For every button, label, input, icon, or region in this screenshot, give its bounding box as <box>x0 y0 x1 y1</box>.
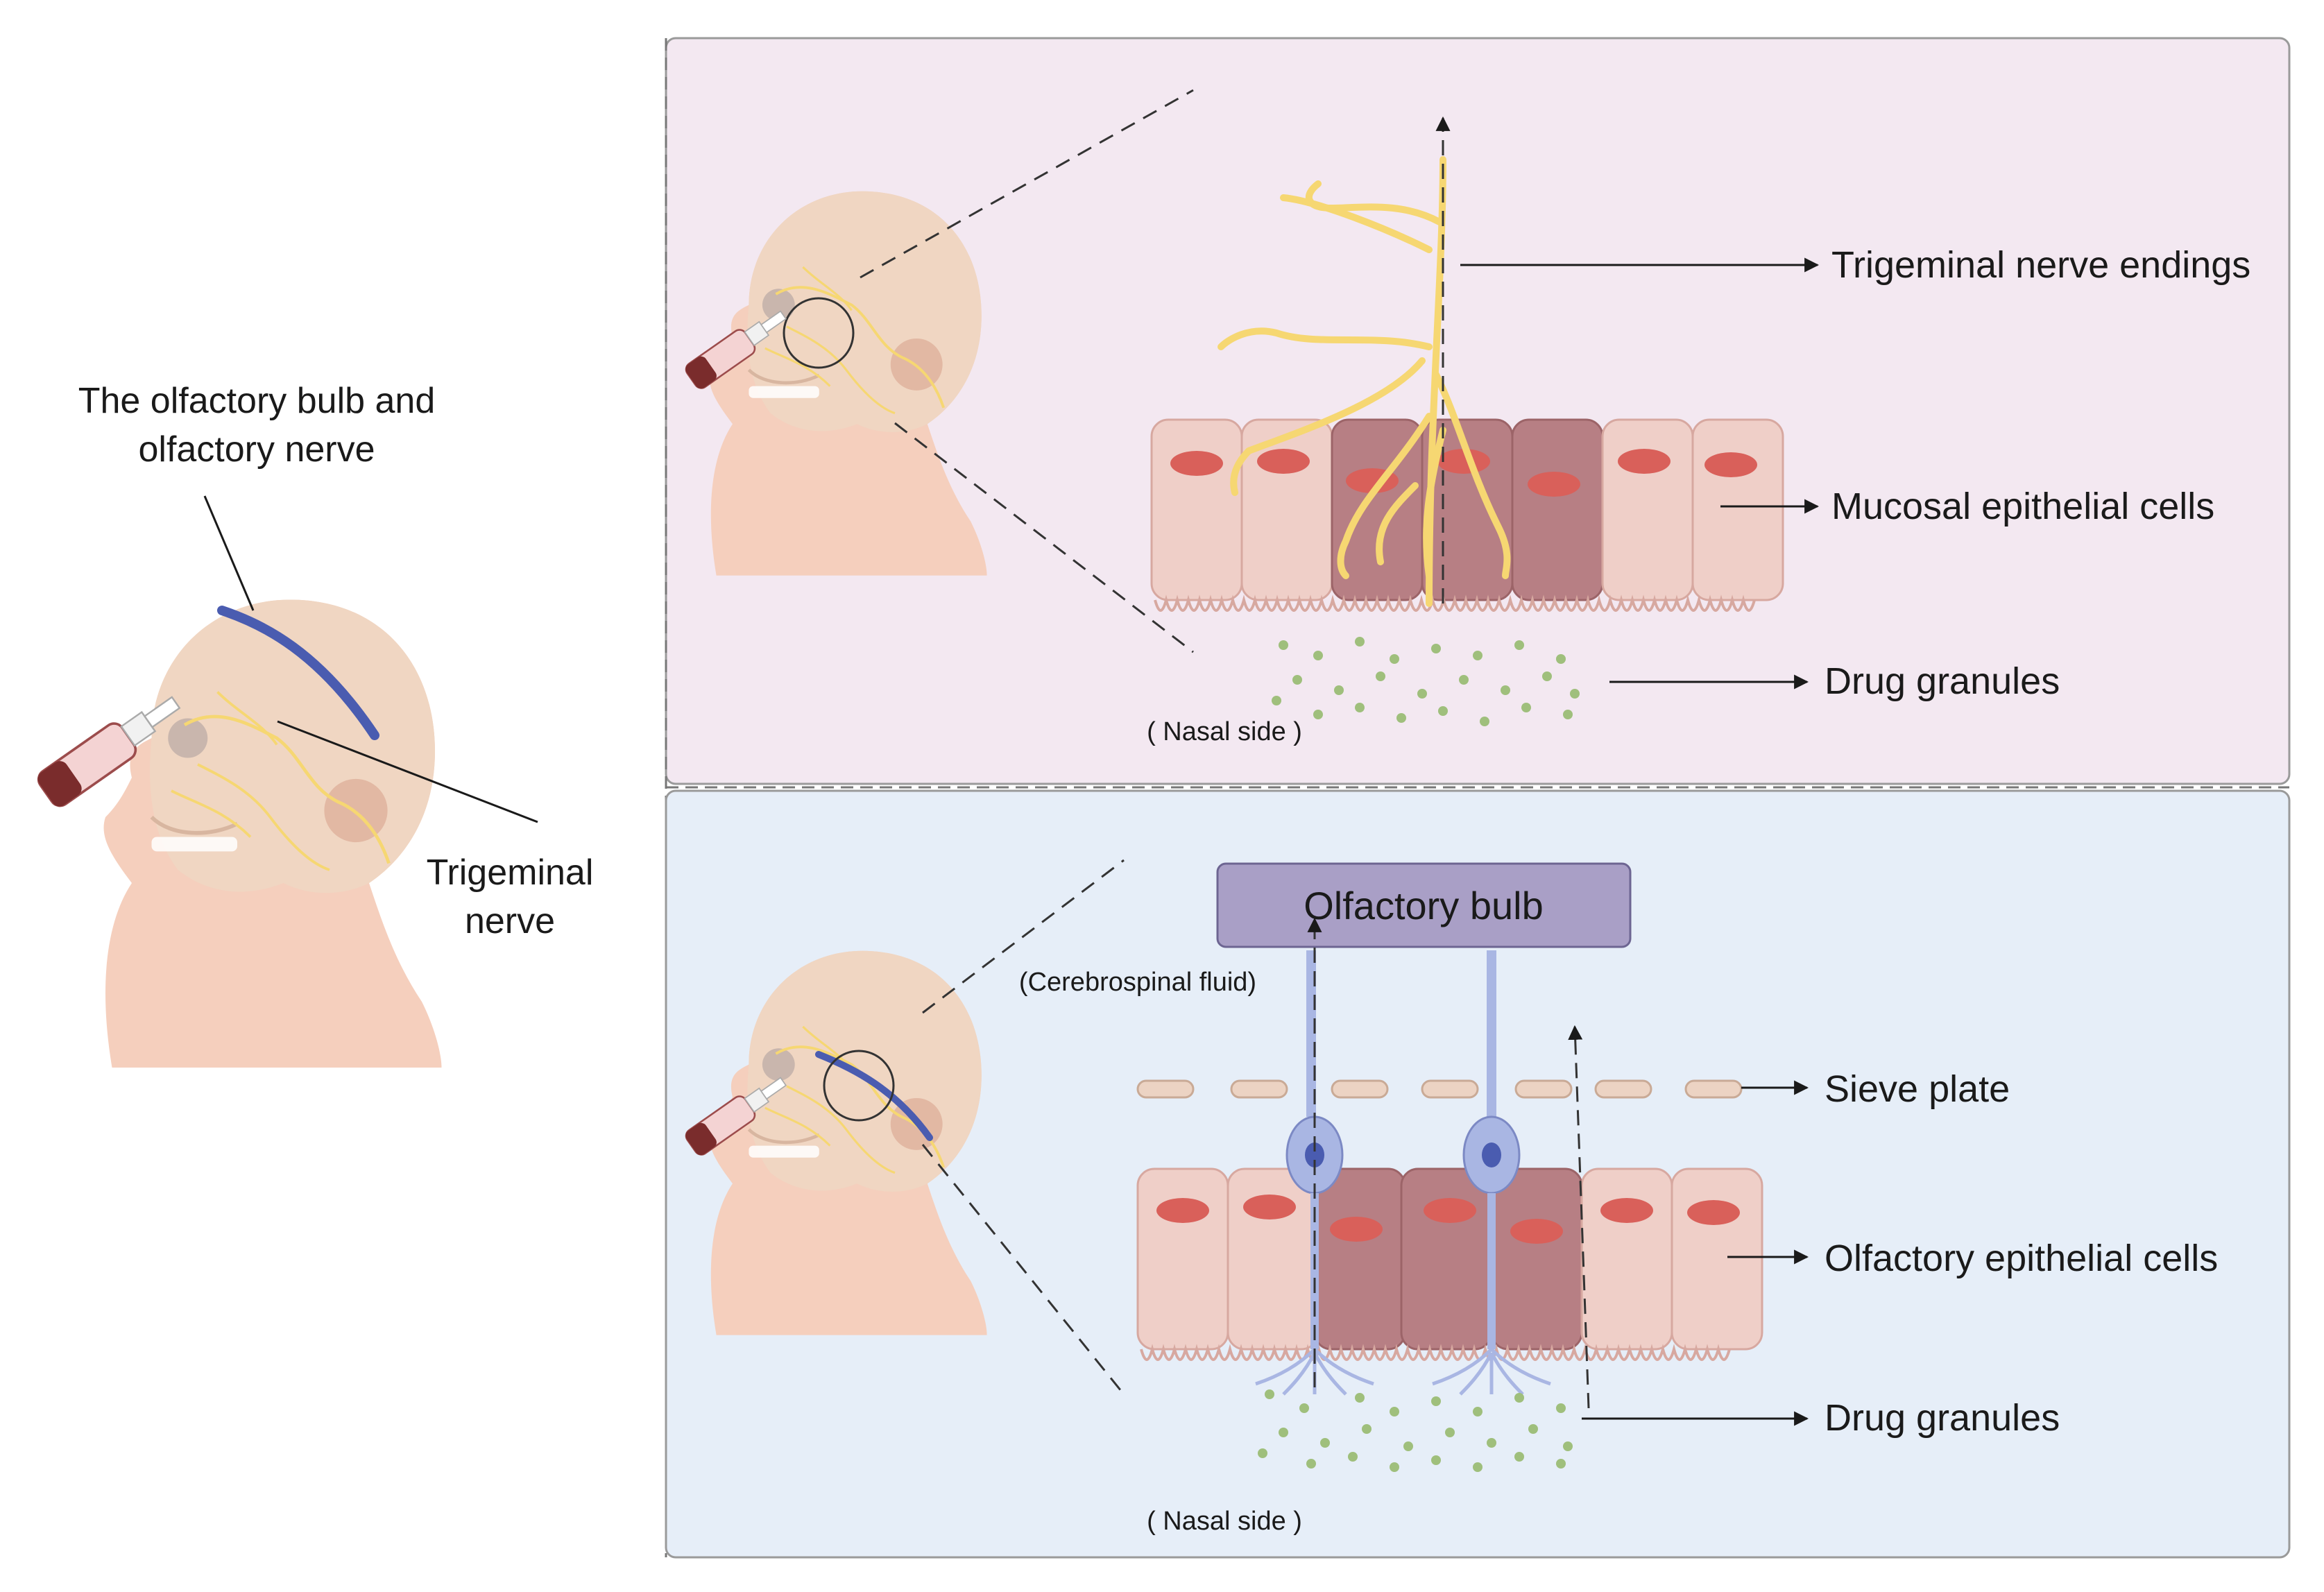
mucosal-epithelium <box>1150 418 1784 612</box>
bottom-zoom-line-upper <box>922 859 1125 1014</box>
mucosal-cells-label: Mucosal epithelial cells <box>1831 486 2214 527</box>
bottom-drug-granules <box>1258 1389 1573 1472</box>
zoom-line-lower <box>894 422 1194 653</box>
trigeminal-nerve-endings-drawing <box>1217 156 1511 607</box>
bottom-nasal-side-label: ( Nasal side ) <box>1147 1507 1302 1536</box>
olfactory-neurons <box>1255 950 1551 1396</box>
top-drug-granules <box>1272 637 1580 726</box>
olfactory-cells-label: Olfactory epithelial cells <box>1825 1238 2218 1279</box>
bottom-drug-granules-label: Drug granules <box>1825 1397 2060 1439</box>
olfactory-bulb-label: Olfactory bulb <box>1304 884 1544 927</box>
left-head-illustration <box>33 600 442 1068</box>
zoom-circle <box>783 297 855 369</box>
olfactory-pointer-line <box>203 495 255 611</box>
olfactory-label-line1: The olfactory bulb and <box>78 381 436 421</box>
olfactory-neuron-right <box>1432 950 1551 1396</box>
olfactory-nerve-shape <box>217 606 379 740</box>
top-drug-granules-label: Drug granules <box>1825 660 2060 702</box>
olfactory-epithelium <box>1136 1167 1763 1361</box>
olfactory-label-line2: olfactory nerve <box>138 429 375 470</box>
csf-label: (Cerebrospinal fluid) <box>1019 968 1256 997</box>
olfactory-neuron-left <box>1255 950 1374 1396</box>
csf-pathway-arrow <box>1568 1025 1590 1409</box>
sieve-plate <box>1136 1079 1743 1099</box>
bottom-head-illustration <box>682 951 987 1335</box>
zoom-circle <box>823 1050 895 1122</box>
trigeminal-pointer-line <box>277 720 538 823</box>
sieve-plate-label: Sieve plate <box>1825 1068 2010 1110</box>
trigeminal-endings-label: Trigeminal nerve endings <box>1831 244 2250 286</box>
bottom-zoom-line-lower <box>921 1144 1125 1395</box>
top-nasal-side-label: ( Nasal side ) <box>1147 717 1302 746</box>
top-head-illustration <box>682 191 987 576</box>
trigeminal-label-line2: nerve <box>465 901 555 941</box>
trigeminal-label-line1: Trigeminal <box>427 853 594 893</box>
zoom-line-upper <box>860 89 1194 279</box>
